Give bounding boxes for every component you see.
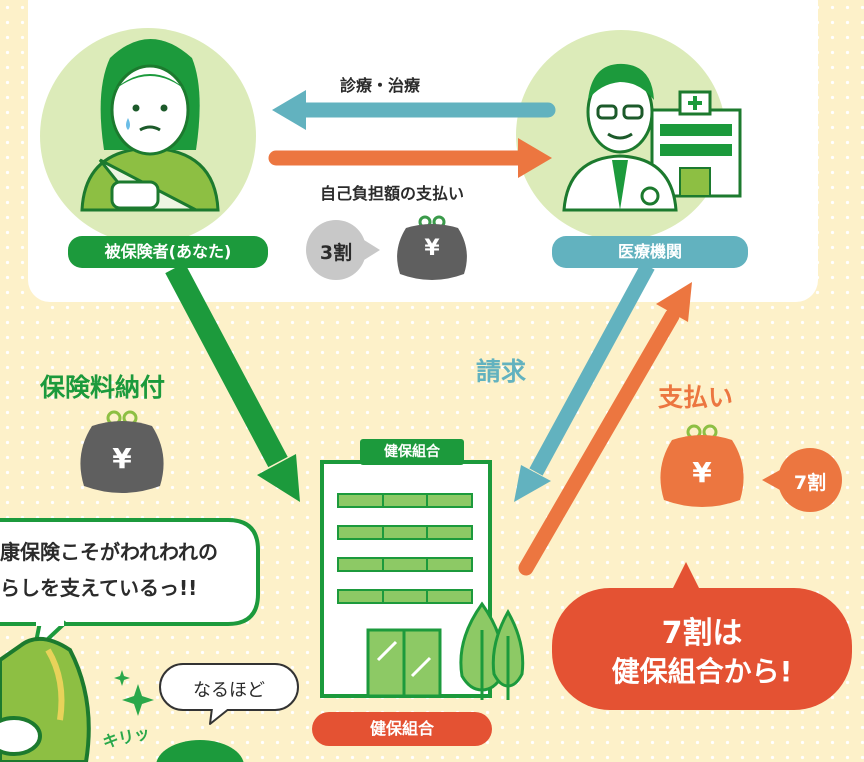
patient-icon	[80, 39, 220, 212]
premium-label: 保険料納付	[40, 373, 166, 402]
premium-arrow	[165, 262, 300, 502]
patient-label: 被保険者(あなた)	[68, 236, 268, 268]
callout-bubble	[552, 562, 852, 710]
premium-purse-icon	[80, 410, 164, 493]
yen-icon: ¥	[424, 236, 440, 261]
payment-arrow	[518, 282, 692, 576]
premium-yen-icon: ¥	[112, 442, 132, 475]
copay-arrow	[268, 138, 552, 178]
payment-purse-icon	[660, 424, 744, 507]
treatment-arrow	[272, 90, 556, 130]
claim-label: 請求	[476, 357, 527, 386]
payment-ratio-bubble	[762, 448, 842, 512]
copay-label: 自己負担額の支払い	[320, 184, 465, 203]
speech-line2: らしを支えているっ!!	[0, 576, 198, 600]
payment-yen-icon: ¥	[692, 456, 712, 489]
reply-text: なるほど	[193, 680, 265, 701]
callout-line2: 健保組合から!	[611, 655, 793, 688]
union-building-icon	[320, 460, 492, 698]
doctor-icon	[562, 63, 678, 212]
mascot-icon	[0, 637, 244, 762]
union-sign: 健保組合	[360, 439, 464, 465]
copay-ratio-bubble	[306, 220, 380, 280]
treatment-label: 診療・治療	[340, 76, 421, 95]
speech-line1: 康保険こそがわれわれの	[0, 540, 218, 564]
payment-ratio-text: 7割	[793, 472, 827, 494]
copay-ratio-text: 3割	[319, 242, 353, 264]
reply-bubble	[159, 663, 299, 725]
payment-label: 支払い	[658, 383, 734, 412]
union-base-label: 健保組合	[312, 712, 492, 746]
sparkle-icon	[114, 670, 154, 716]
copay-purse-icon	[397, 215, 467, 280]
claim-arrow	[514, 262, 655, 502]
tree-icon	[459, 601, 525, 700]
hospital-label: 医療機関	[552, 236, 748, 268]
callout-line1: 7割は	[661, 616, 743, 651]
